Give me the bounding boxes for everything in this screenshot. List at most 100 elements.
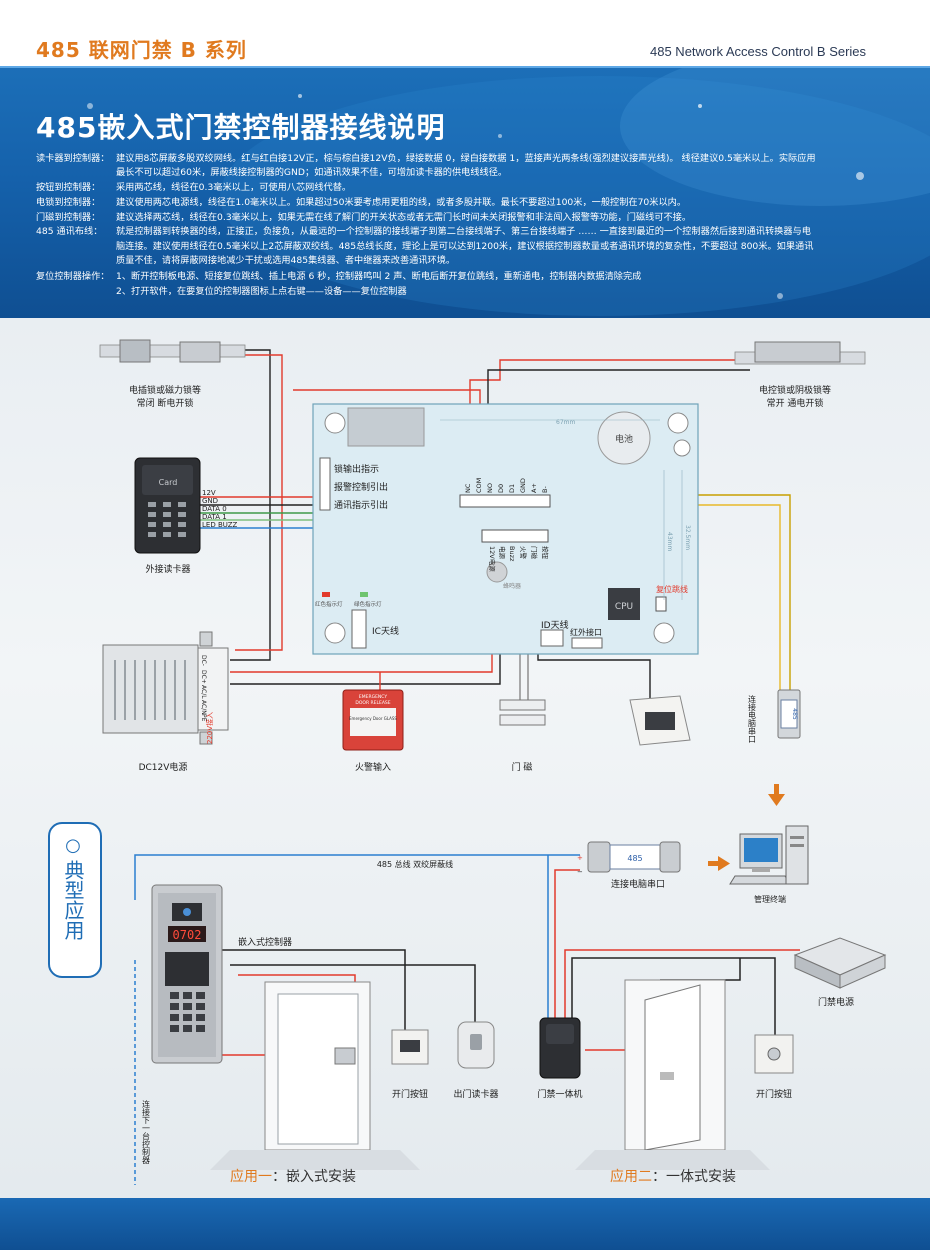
id-antenna-label: ID天线: [541, 619, 569, 631]
door-right: [575, 979, 770, 1170]
wiring-diagram: 电插锁或磁力锁等 常闭 断电开锁 电控锁或阴极锁等 常开 通电开锁 Card 外…: [99, 339, 866, 788]
spec-line: 按钮到控制器：采用两芯线，线径在0.3毫米以上，可使用八芯网线代替。: [36, 182, 352, 193]
series-title-en: 485 Network Access Control B Series: [650, 44, 867, 59]
power-terminal-label: DC+: [200, 670, 207, 684]
typical-application-badge: [48, 822, 102, 978]
ac-input-label: 220V接入: [205, 712, 214, 744]
reset-jumper-label: 复位跳线: [656, 584, 688, 594]
bus-wire-blue: [134, 854, 580, 900]
door-left: [210, 981, 420, 1170]
page-title: 485嵌入式门禁控制器接线说明: [36, 111, 446, 144]
bus-wire-red: [554, 869, 580, 1020]
reader-pin-label: GND: [202, 497, 218, 505]
lock-right-label: 电控锁或阴极锁等: [759, 384, 831, 396]
battery-label: 电池: [615, 433, 633, 445]
spec-line: 2、打开软件，在要复位的控制器图标上点右键——设备——复位控制器: [116, 286, 407, 297]
management-terminal: [729, 825, 809, 885]
ir-port-label: 红外接口: [570, 627, 602, 637]
indicator-label: 锁输出指示: [334, 463, 379, 475]
spec-line: 复位控制器操作：1、断开控制板电源、短接复位跳线、插上电源 6 秒，控制器鸣叫 …: [36, 271, 642, 282]
lock-left-label: 电插锁或磁力锁等: [129, 384, 201, 396]
terminal-label: D0: [497, 484, 505, 493]
intercom-panel: [151, 884, 223, 1064]
cpu-label: CPU: [615, 602, 633, 612]
power-supply-unit: [102, 631, 229, 745]
banner-top-line: [0, 66, 930, 68]
terminal-label: COM: [475, 478, 483, 493]
power-terminal-label: DC-: [200, 655, 207, 666]
wire-lock-left-red: [220, 354, 283, 651]
power-wire-black: [571, 957, 776, 1035]
red-led-label: 红色指示灯: [315, 600, 343, 608]
card-text: Card: [159, 478, 178, 487]
lock-wire-black: [660, 958, 741, 981]
exit-reader-label: 出门读卡器: [453, 1088, 498, 1100]
all-in-one-access-unit: [539, 1017, 581, 1079]
reader-label: 外接读卡器: [145, 563, 190, 575]
spec-line: 读卡器到控制器：建议用8芯屏蔽多股双绞网线。红与红白接12V正，棕与棕白接12V…: [36, 153, 816, 164]
rs485-converter: [777, 689, 801, 739]
lock-right-sub-label: 常开 通电开锁: [767, 397, 824, 409]
controller-board: [312, 403, 699, 655]
exit-button-2-label: 开门按钮: [756, 1088, 792, 1100]
power-terminal-label: AC/N: [200, 700, 207, 715]
circle-bullet-icon: ○: [65, 835, 81, 856]
terminal-label: 12V电源: [488, 546, 497, 572]
bus-label: 485 总线 双绞屏蔽线: [377, 859, 453, 869]
indicator-label: 报警控制引出: [334, 481, 388, 493]
connect-next-label: 连接下一台控制器: [142, 1099, 151, 1165]
reader-pin-label: DATA 0: [202, 505, 227, 513]
spec-line: 最长不可以超过60米，屏蔽线接控制器的GND；如通讯效果不佳，可增加读卡器的供电…: [116, 167, 508, 178]
power-supply-label: DC12V电源: [139, 761, 188, 773]
application-two-caption: 应用二：一体式安装: [610, 1169, 736, 1185]
banner-decoration: [87, 66, 930, 316]
terminal-label: 火警: [519, 546, 528, 560]
exit-reader: [457, 1021, 495, 1069]
polarity-plus-icon: +: [577, 854, 583, 862]
spec-line: 脑连接。建议使用线径在0.5毫米以上2芯屏蔽双绞线。485总线长度，理论上是可以…: [116, 241, 814, 252]
spec-line: 门磁到控制器：建议选择两芯线，线径在0.3毫米以上，如果无需在线了解门的开关状态…: [36, 212, 692, 223]
embedded-controller-label: 嵌入式控制器: [238, 936, 292, 948]
header-bar: [0, 0, 930, 66]
polarity-minus-icon: −: [577, 868, 583, 876]
embedded-wire-black: [222, 949, 406, 1030]
converter-text: 485: [791, 708, 798, 720]
converter-text: 485: [627, 854, 642, 863]
power-wire-red: [564, 949, 800, 1025]
arrow-right-icon: [708, 856, 730, 871]
application-one-caption: 应用一：嵌入式安装: [230, 1169, 356, 1185]
door-power-label: 门禁电源: [818, 996, 854, 1008]
embedded-wire-black-2: [230, 964, 476, 1030]
terminal-label: 按钮: [541, 546, 550, 560]
fire-sign-text: DOOR RELEASE: [355, 700, 390, 706]
exit-button-2: [754, 1034, 794, 1074]
fire-sign-text: EMERGENCY: [359, 694, 387, 700]
terminal-label: NC: [464, 483, 472, 493]
electric-strike-lock: [734, 341, 866, 365]
arrow-down-icon: [768, 784, 785, 806]
reader-pin-label: LED BUZZ: [202, 521, 238, 529]
spec-line: 质量不佳，请将屏蔽网接地减少干扰或选用485集线器、者中继器来改善通讯环境。: [116, 255, 456, 266]
reader-pin-label: 12V: [202, 489, 216, 497]
dimension-height-2: 32.5mm: [684, 525, 691, 550]
terminal-label: Buzz: [508, 546, 516, 562]
typical-application-diagram: 485 总线 双绞屏蔽线 + − 485 连接电脑串口 管理终端: [134, 825, 887, 1185]
reader-pin-label: DATA 1: [202, 513, 227, 521]
typical-application-title: ○ 典型应用: [48, 832, 98, 940]
pc-port-label: 连接电脑串口: [611, 878, 665, 890]
all-in-one-label: 门禁一体机: [537, 1088, 582, 1100]
fire-sign-text: Emergency Door GLASS: [349, 716, 397, 721]
door-power-box: [793, 937, 887, 989]
exit-button-1: [391, 1029, 429, 1065]
pc-port-label-vertical: 连接电脑串口: [748, 694, 757, 743]
spec-line: 电锁到控制器：建议使用两芯电源线，线径在1.0毫米以上。如果超过50米要考虑用更…: [36, 197, 687, 208]
terminal-label: 电源: [498, 546, 507, 560]
door-sensor: [499, 699, 546, 726]
terminal-label: D1: [508, 484, 516, 493]
spec-line: 485 通讯布线：就是控制器到转换器的线，正接正，负接负，从最远的一个控制器的接…: [36, 226, 811, 237]
exit-button-label: 开门按钮: [392, 1088, 428, 1100]
fire-label: 火警输入: [355, 761, 391, 773]
terminal-label: 管理终端: [754, 894, 786, 904]
rs485-converter-2: [587, 841, 681, 873]
dimension-height: 43mm: [666, 532, 673, 551]
